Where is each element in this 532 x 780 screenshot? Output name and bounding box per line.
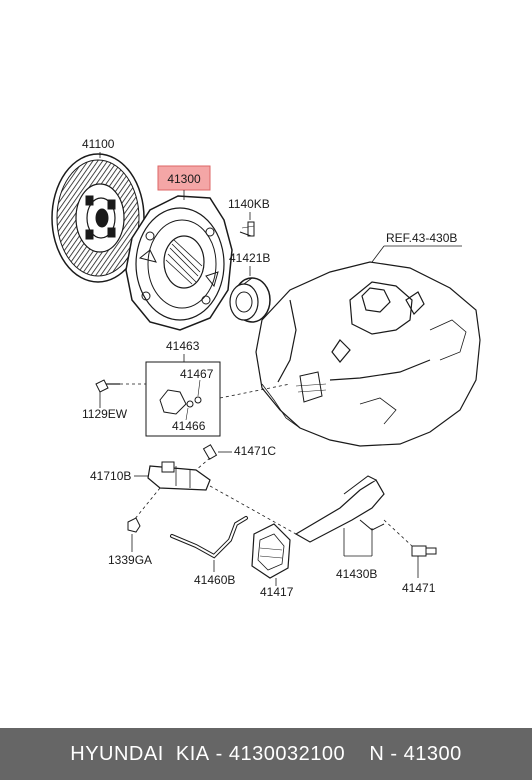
svg-text:41471: 41471 xyxy=(402,581,436,595)
svg-text:41460B: 41460B xyxy=(194,573,235,587)
svg-text:41430B: 41430B xyxy=(336,567,377,581)
svg-text:41417: 41417 xyxy=(260,585,294,599)
ref-callout: REF.43-430B xyxy=(371,231,462,263)
release-bearing: 41421B xyxy=(229,251,271,323)
svg-text:REF.43-430B: REF.43-430B xyxy=(386,231,457,245)
hose-41460b: 41460B xyxy=(170,516,248,587)
callout-cover: 41300 xyxy=(157,165,211,200)
footer-sep2: N - xyxy=(345,742,404,765)
svg-text:41467: 41467 xyxy=(180,367,214,381)
footer-sep1: - xyxy=(209,742,229,765)
pin-41471: 41471 xyxy=(383,519,437,595)
svg-text:41471C: 41471C xyxy=(234,444,276,458)
exploded-parts-diagram: 41300 41100 1140KB 41421B xyxy=(51,137,481,599)
footer-brand: HYUNDAI KIA xyxy=(70,742,210,765)
bolt-1140kb: 1140KB xyxy=(228,197,270,237)
release-cylinder: 41710B xyxy=(90,461,297,535)
svg-text:41466: 41466 xyxy=(172,419,206,433)
svg-text:41300: 41300 xyxy=(167,172,201,186)
part-number-footer: HYUNDAI KIA - 4130032100 N - 41300 xyxy=(0,728,532,780)
footer-part-number: 4130032100 xyxy=(228,742,346,765)
boot-41417: 41417 xyxy=(251,523,294,599)
callout-disc: 41100 xyxy=(82,137,115,158)
bolt-1129ew: 1129EW xyxy=(82,379,146,421)
svg-text:41100: 41100 xyxy=(82,137,115,151)
bracket-group: 41463 41467 41466 xyxy=(145,339,291,437)
svg-text:41463: 41463 xyxy=(166,339,200,353)
clutch-cover xyxy=(125,195,233,331)
transmission-housing xyxy=(255,261,481,447)
bleeder-41471c: 41471C xyxy=(195,444,276,471)
svg-text:1140KB: 1140KB xyxy=(228,197,270,211)
clutch-disc xyxy=(51,153,145,283)
svg-text:41421B: 41421B xyxy=(229,251,270,265)
svg-text:1339GA: 1339GA xyxy=(108,553,152,567)
footer-ref-number: 41300 xyxy=(403,742,462,765)
svg-text:41710B: 41710B xyxy=(90,469,131,483)
svg-text:1129EW: 1129EW xyxy=(82,407,128,421)
release-fork: 41430B xyxy=(294,475,385,581)
nut-1339ga: 1339GA xyxy=(108,517,152,567)
